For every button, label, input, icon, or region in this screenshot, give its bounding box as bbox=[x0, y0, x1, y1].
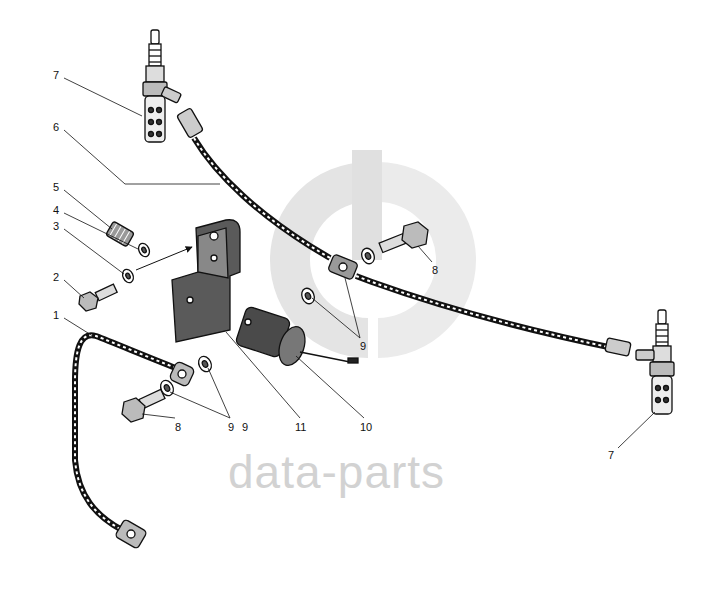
fuel-pipe bbox=[75, 335, 176, 530]
leader-lines bbox=[64, 78, 655, 448]
callout-number: 10 bbox=[360, 421, 372, 434]
callout-number: 11 bbox=[295, 421, 306, 434]
small-parts bbox=[79, 221, 192, 311]
banjo-bolt bbox=[299, 222, 428, 306]
callout-number: 4 bbox=[53, 204, 59, 217]
bracket bbox=[172, 220, 240, 342]
callout-number: 7 bbox=[608, 449, 614, 462]
callout-number: 8 bbox=[175, 421, 181, 434]
pipe-nut bbox=[115, 361, 196, 549]
callout-number: 1 bbox=[53, 309, 59, 322]
callout-number: 6 bbox=[53, 121, 59, 134]
callout-number: 5 bbox=[53, 181, 59, 194]
callout-number: 2 bbox=[53, 271, 59, 284]
callout-number: 9 bbox=[242, 421, 248, 434]
callout-number: 7 bbox=[53, 69, 59, 82]
watermark: data-parts bbox=[228, 446, 445, 498]
watermark-logo bbox=[270, 150, 476, 358]
callout-number: 8 bbox=[432, 264, 438, 277]
callout-number: 9 bbox=[228, 421, 234, 434]
filter bbox=[235, 306, 358, 369]
injector bbox=[636, 310, 674, 414]
banjo-bolt bbox=[122, 354, 214, 422]
injector bbox=[143, 30, 181, 142]
callout-number: 3 bbox=[53, 220, 59, 233]
callout-number: 9 bbox=[360, 340, 366, 353]
